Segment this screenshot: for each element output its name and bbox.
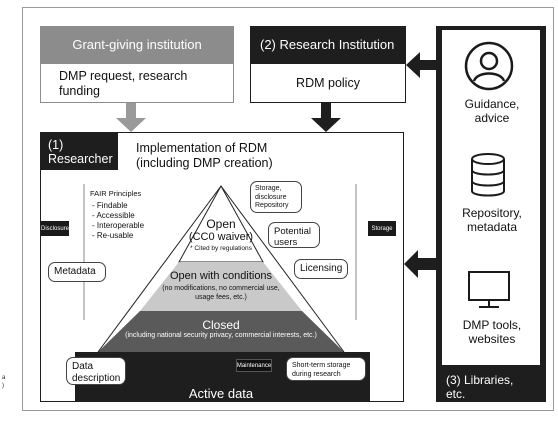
callout-potential-users: Potential users: [268, 222, 320, 248]
conditions-sub-1: (no modifications, no commercial use,: [162, 285, 280, 292]
research-institution-body: RDM policy: [296, 76, 360, 90]
open-subtitle: (CC0 waiver): [188, 231, 254, 243]
person-icon: [464, 41, 514, 91]
libraries-item-guidance: Guidance, advice: [464, 97, 520, 125]
side-caption: a ): [2, 375, 6, 389]
open-note: * Cited by regulations: [190, 245, 252, 252]
libraries-item-dmp-tools: DMP tools, websites: [462, 318, 522, 346]
researcher-tab: (1) Researcher: [40, 132, 118, 170]
research-institution-title: (2) Research Institution: [260, 37, 395, 52]
fair-list: - Findable - Accessible - Interoperable …: [92, 201, 144, 241]
grant-institution-header: Grant-giving institution: [40, 26, 234, 63]
libraries-inner: [442, 30, 540, 365]
research-institution-box: RDM policy: [250, 63, 406, 103]
maintenance-label: Maintenance: [236, 359, 272, 372]
diagram-frame: [22, 7, 554, 411]
fair-item-findable: - Findable: [92, 201, 128, 210]
storage-label: Storage: [368, 221, 396, 236]
callout-storage: Storage, disclosure Repository: [250, 181, 302, 213]
database-icon: [471, 153, 505, 197]
callout-metadata: Metadata: [48, 262, 106, 282]
conditions-sub-2: usage fees, etc.): [195, 294, 247, 301]
fair-item-accessible: - Accessible: [92, 211, 135, 220]
grant-institution-box: DMP request, research funding: [40, 63, 234, 103]
callout-short-term-storage: Short-term storage during research: [286, 357, 366, 381]
research-institution-header: (2) Research Institution: [250, 26, 406, 63]
fair-item-reusable: - Re-usable: [92, 231, 134, 240]
fair-title: FAIR Principles: [90, 189, 142, 198]
libraries-title: (3) Libraries, etc.: [446, 373, 514, 401]
pyramid-conditions-layer: [140, 262, 302, 311]
researcher-heading: Implementation of RDM (including DMP cre…: [136, 141, 273, 170]
active-data-label: Active data: [188, 386, 254, 401]
open-title: Open: [206, 217, 236, 231]
fair-item-interoperable: - Interoperable: [92, 221, 145, 230]
callout-data-description: Data description: [66, 357, 126, 385]
libraries-to-institution-arrow: [406, 52, 436, 78]
institution-down-arrow: [311, 103, 341, 132]
grant-institution-body: DMP request, research funding: [59, 69, 188, 98]
monitor-icon: [468, 271, 510, 308]
libraries-item-repository: Repository, metadata: [462, 206, 522, 234]
conditions-title: Open with conditions: [169, 270, 273, 282]
closed-subtitle: (including national security privacy, co…: [125, 332, 317, 339]
libraries-to-researcher-arrow: [404, 250, 436, 278]
disclosure-label: Disclosure: [41, 221, 69, 236]
closed-title: Closed: [202, 318, 240, 332]
callout-licensing: Licensing: [294, 259, 348, 279]
pyramid-closed-layer: [98, 311, 344, 352]
grant-down-arrow: [116, 103, 146, 132]
grant-institution-title: Grant-giving institution: [72, 37, 202, 52]
